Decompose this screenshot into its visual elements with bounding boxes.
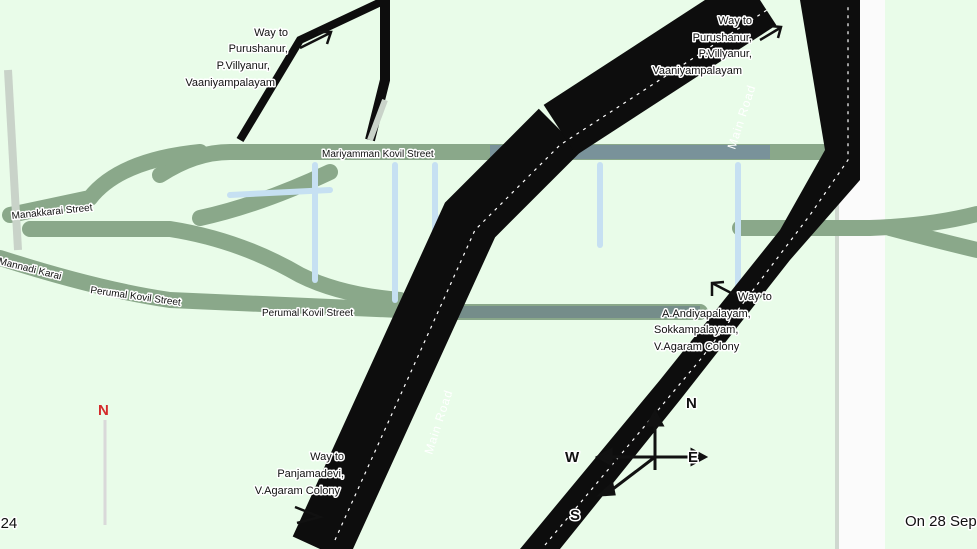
direction-top-right-line-3: P.Villyanur, (699, 48, 752, 60)
direction-top-right-line-2: Purushanur, (693, 32, 752, 44)
right-street-line (732, 206, 977, 236)
arrow-icon (299, 30, 333, 50)
compass-east: E (688, 449, 698, 466)
compass-north: N (686, 395, 697, 412)
north-marker-label: N (98, 402, 109, 419)
direction-top-left-line-3: P.Villyanur, (217, 60, 270, 72)
compass-west: W (565, 449, 580, 466)
direction-label-mid-right: Way to A.Andiyapalayam, Sokkampalayam, V… (653, 290, 774, 355)
date-stamp-left: On 28 Sep 2024 (0, 515, 17, 532)
direction-bottom-left-line-3: V.Agaram Colony (255, 485, 341, 497)
left-vertical-street (4, 69, 22, 251)
direction-mid-right-line-3: Sokkampalayam, (654, 324, 738, 336)
direction-mid-right-line-1: Way to (738, 291, 772, 303)
direction-bottom-left-line-1: Way to (310, 451, 344, 463)
direction-top-left-line-2: Purushanur, (229, 43, 288, 55)
left-curve-street-line (2, 144, 208, 223)
direction-bottom-left-line-2: Panjamadevi, (277, 468, 344, 480)
compass-south: S (570, 507, 580, 524)
right-road-edge (835, 0, 839, 549)
direction-top-left-line-4: Vaaniyampalayam (185, 77, 275, 89)
street-label-mariyamman: Mariyamman Kovil Street (322, 149, 434, 160)
arrow-icon (759, 24, 783, 42)
direction-top-right-line-1: Way to (718, 15, 752, 27)
grey-connector (367, 98, 388, 142)
main-road-lower (292, 108, 582, 549)
main-road-marking (334, 7, 771, 541)
direction-label-bottom-left: Way to Panjamadevi, V.Agaram Colony (253, 450, 345, 499)
right-street-line-2 (882, 220, 977, 258)
direction-mid-right-line-4: V.Agaram Colony (654, 341, 740, 353)
lane-8 (227, 187, 333, 198)
arrow-icon (710, 280, 736, 297)
direction-label-top-left: Way to Purushanur, P.Villyanur, Vaaniyam… (184, 26, 290, 91)
arrow-icon (294, 505, 324, 525)
direction-mid-right-line-2: A.Andiyapalayam, (662, 308, 751, 320)
direction-label-top-right: Way to Purushanur, P.Villyanur, Vaaniyam… (651, 14, 754, 79)
direction-top-left-line-1: Way to (254, 27, 288, 39)
manakkarai-street-line (22, 221, 408, 308)
compass-rose (594, 408, 709, 497)
secondary-streets (0, 144, 977, 323)
date-stamp-right: On 28 Sep 2024 (905, 513, 977, 530)
direction-top-right-line-4: Vaaniyampalayam (652, 65, 742, 77)
main-road-upper (543, 0, 777, 156)
street-label-perumal-mid: Perumal Kovil Street (262, 308, 353, 319)
main-road-right-edge (520, 0, 860, 549)
